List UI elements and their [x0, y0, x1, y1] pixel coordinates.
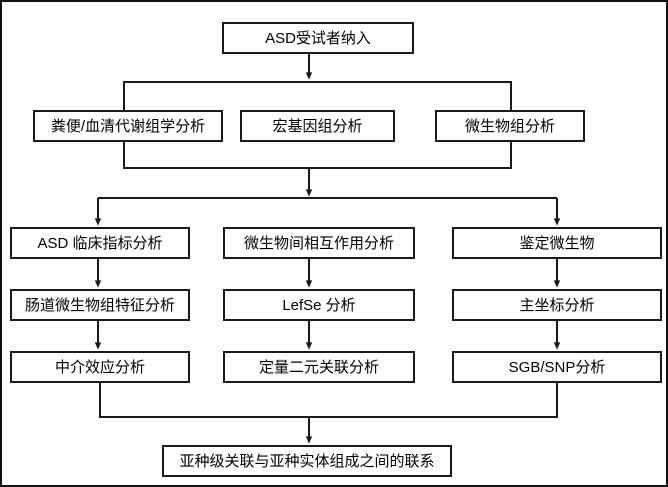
node-clinical-index[interactable]: ASD 临床指标分析 — [10, 227, 190, 259]
node-metagenomics[interactable]: 宏基因组分析 — [240, 110, 395, 142]
node-microbe-interaction[interactable]: 微生物间相互作用分析 — [223, 227, 415, 259]
node-enrollment[interactable]: ASD受试者纳入 — [222, 22, 414, 54]
node-clinical-index-label: ASD 临床指标分析 — [37, 234, 163, 252]
node-quantitative-binary-label: 定量二元关联分析 — [258, 358, 379, 376]
node-metagenomics-label: 宏基因组分析 — [272, 117, 363, 135]
node-identify-microbe-label: 鉴定微生物 — [519, 234, 595, 252]
connector-row2-merge — [123, 142, 512, 169]
node-microbiome-label: 微生物组分析 — [464, 117, 555, 135]
connector-final-merge — [99, 383, 558, 418]
node-lefse[interactable]: LefSe 分析 — [223, 289, 415, 321]
node-metabolomics-label: 粪便/血清代谢组学分析 — [50, 117, 206, 135]
node-identify-microbe[interactable]: 鉴定微生物 — [452, 227, 662, 259]
node-gut-features-label: 肠道微生物组特征分析 — [24, 296, 175, 314]
node-microbe-interaction-label: 微生物间相互作用分析 — [243, 234, 394, 252]
node-conclusion-label: 亚种级关联与亚种实体组成之间的联系 — [179, 452, 435, 470]
node-mediation-label: 中介效应分析 — [54, 358, 145, 376]
node-pcoa-label: 主坐标分析 — [519, 296, 595, 314]
node-pcoa[interactable]: 主坐标分析 — [452, 289, 662, 321]
node-enrollment-label: ASD受试者纳入 — [265, 29, 371, 47]
node-conclusion[interactable]: 亚种级关联与亚种实体组成之间的联系 — [162, 445, 452, 477]
node-quantitative-binary[interactable]: 定量二元关联分析 — [223, 351, 415, 383]
connector-row2-bracket — [123, 81, 512, 110]
node-mediation[interactable]: 中介效应分析 — [10, 351, 190, 383]
node-lefse-label: LefSe 分析 — [282, 296, 356, 314]
node-sgb-snp-label: SGB/SNP分析 — [508, 358, 606, 376]
node-metabolomics[interactable]: 粪便/血清代谢组学分析 — [33, 110, 223, 142]
node-microbiome[interactable]: 微生物组分析 — [435, 110, 585, 142]
node-gut-features[interactable]: 肠道微生物组特征分析 — [10, 289, 190, 321]
node-sgb-snp[interactable]: SGB/SNP分析 — [452, 351, 662, 383]
